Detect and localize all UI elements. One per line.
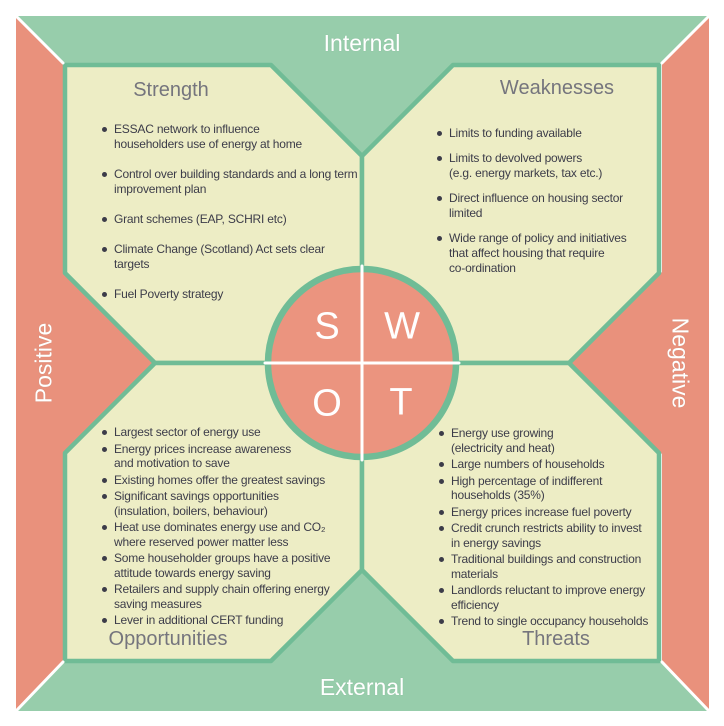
- corner-separator-bottom-right: [660, 660, 710, 712]
- quadrant-title-strength: Strength: [133, 79, 209, 101]
- list-item: Climate Change (Scotland) Act sets clear…: [101, 242, 357, 272]
- axis-label-internal: Internal: [323, 30, 401, 56]
- weaknesses-list: Limits to funding available Limits to de…: [436, 126, 627, 286]
- list-item: Retailers and supply chain offering ener…: [101, 582, 330, 611]
- opportunities-list: Largest sector of energy use Energy pric…: [101, 425, 331, 630]
- axis-label-positive: Positive: [30, 322, 57, 404]
- swot-letter-o: O: [312, 382, 342, 425]
- list-item: Energy prices increase fuel poverty: [438, 505, 648, 520]
- corner-separator-top-right: [660, 15, 710, 65]
- list-item: Significant savings opportunities (insul…: [101, 489, 330, 518]
- list-item: Energy prices increase awareness and mot…: [101, 442, 330, 471]
- axis-label-external: External: [319, 674, 405, 700]
- swot-letter-s: S: [314, 305, 340, 348]
- list-item: Existing homes offer the greatest saving…: [101, 473, 330, 488]
- quadrant-title-opportunities: Opportunities: [108, 628, 228, 650]
- axis-label-negative: Negative: [667, 317, 694, 409]
- frame-right-negative-band: [566, 16, 709, 711]
- list-item: Trend to single occupancy households: [438, 614, 648, 629]
- corner-separator-bottom-left: [15, 660, 65, 712]
- swot-letter-w: W: [384, 305, 420, 348]
- quadrant-title-threats: Threats: [522, 628, 590, 650]
- list-item: Wide range of policy and initiatives tha…: [436, 231, 627, 276]
- frame-top-internal-band: [16, 16, 709, 159]
- list-item: ESSAC network to influence householders …: [101, 122, 357, 152]
- list-item: Fuel Poverty strategy: [101, 287, 357, 302]
- list-item: Lever in additional CERT funding: [101, 613, 330, 628]
- list-item: Limits to devolved powers (e.g. energy m…: [436, 151, 627, 181]
- list-item: Credit crunch restricts ability to inves…: [438, 521, 648, 550]
- list-item: Some householder groups have a positive …: [101, 551, 331, 580]
- list-item: Landlords reluctant to improve energy ef…: [438, 583, 648, 612]
- frame-left-positive-band: [16, 16, 158, 711]
- list-item: Grant schemes (EAP, SCHRI etc): [101, 212, 357, 227]
- list-item: Heat use dominates energy use and CO₂ wh…: [101, 520, 330, 549]
- list-item: Largest sector of energy use: [101, 425, 330, 440]
- corner-separator-top-left: [15, 15, 65, 65]
- list-item: Control over building standards and a lo…: [101, 167, 358, 197]
- quadrant-title-weaknesses: Weaknesses: [499, 77, 615, 99]
- frame-bottom-external-band: [16, 567, 709, 711]
- swot-letter-t: T: [389, 381, 413, 424]
- list-item: Energy use growing (electricity and heat…: [438, 426, 648, 455]
- strength-list: ESSAC network to influence householders …: [101, 122, 358, 317]
- threats-list: Energy use growing (electricity and heat…: [438, 426, 648, 631]
- list-item: Traditional buildings and construction m…: [438, 552, 648, 581]
- list-item: High percentage of indifferent household…: [438, 474, 648, 503]
- list-item: Limits to funding available: [436, 126, 627, 141]
- list-item: Large numbers of households: [438, 457, 648, 472]
- list-item: Direct influence on housing sector limit…: [436, 191, 627, 221]
